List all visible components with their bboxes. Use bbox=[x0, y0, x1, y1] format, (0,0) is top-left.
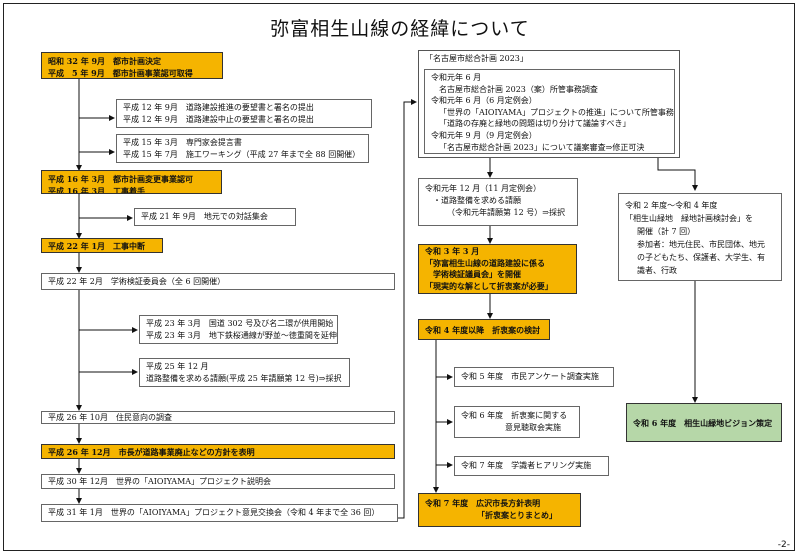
timeline-box-2010-committee: 平成 22 年 2月 学術検証委員会（全 6 回開催） bbox=[41, 273, 395, 290]
box-line: 意見聴取会実施 bbox=[505, 423, 561, 432]
box-line: ・道路整備を求める請願 bbox=[433, 196, 521, 205]
box-line: 「折衷案とりまとめ」 bbox=[477, 510, 557, 520]
box-line: 令和 3 年 3 月 bbox=[425, 246, 480, 256]
box-line: 令和元年 12 月（11 月定例会） bbox=[425, 184, 541, 193]
box-line: 令和 6 年度 相生山緑地ビジョン策定 bbox=[633, 418, 773, 428]
timeline-box-1957-plan: 昭和 32 年 9月 都市計画決定 平成 5 年 9月 都市計画事業認可取得 bbox=[41, 52, 223, 79]
timeline-box-2010-suspension: 平成 22 年 1月 工事中断 bbox=[41, 238, 163, 253]
box-line: 平成 31 年 1月 世界の「AIOIYAMA」プロジェクト意見交換会（令和 4… bbox=[48, 508, 380, 517]
box-line: 令和 6 年度 折衷案に関する bbox=[461, 411, 568, 420]
box-line: 令和 7 年度 学識者ヒアリング実施 bbox=[461, 461, 592, 470]
timeline-box-2025-mayor: 令和 7 年度 広沢市長方針表明 「折衷案とりまとめ」 bbox=[418, 493, 581, 527]
timeline-box-2019-exchange: 平成 31 年 1月 世界の「AIOIYAMA」プロジェクト意見交換会（令和 4… bbox=[41, 504, 398, 522]
box-line: 令和元年 9 月（9 月定例会） bbox=[431, 130, 537, 140]
box-line: 令和元年 6 月 bbox=[431, 73, 482, 82]
timeline-box-2023-survey: 令和 5 年度 市民アンケート調査実施 bbox=[454, 367, 614, 387]
box-line: 平成 25 年 12 月 bbox=[146, 362, 209, 371]
box-line: 平成 15 年 3月 専門家会提言書 bbox=[123, 138, 242, 147]
box-line: 平成 12 年 9月 道路建設推進の要望書と署名の提出 bbox=[123, 103, 314, 112]
timeline-box-2019-petition: 令和元年 12 月（11 月定例会） ・道路整備を求める請願 （令和元年請願第 … bbox=[418, 178, 578, 226]
timeline-box-greenspace-vision: 令和 6 年度 相生山緑地ビジョン策定 bbox=[626, 403, 782, 442]
timeline-box-2014-mayor: 平成 26 年 12月 市長が道路事業廃止などの方針を表明 bbox=[41, 444, 395, 459]
box-line: 令和 5 年度 市民アンケート調査実施 bbox=[461, 372, 599, 381]
box-line: 「名古屋市総合計画 2023」について議案審査⇒修正可決 bbox=[439, 142, 645, 152]
timeline-box-2024-hearing: 令和 6 年度 折衷案に関する 意見聴取会実施 bbox=[454, 406, 580, 438]
box-line: 平成 16 年 3月 工事着手 bbox=[48, 186, 146, 194]
box-line: 参加者：地元住民、市民団体、地元 bbox=[637, 240, 765, 249]
box-line: 令和元年 6 月（6 月定例会） bbox=[431, 96, 537, 106]
box-line: 令和 2 年度～令和 4 年度 bbox=[625, 201, 718, 210]
box-line: 「相生山緑地 緑地計画検討会」を bbox=[625, 214, 753, 223]
box-line: 平成 15 年 7月 施工ワーキング（平成 27 年まで全 88 回開催） bbox=[123, 150, 361, 159]
box-line: 平成 30 年 12月 世界の「AIOIYAMA」プロジェクト説明会 bbox=[48, 477, 272, 486]
box-line: 平成 5 年 9月 都市計画事業認可取得 bbox=[48, 68, 193, 78]
box-line: 平成 23 年 3月 地下鉄桜通線が野並～徳重間を延伸 bbox=[146, 331, 337, 340]
timeline-box-2003-expert: 平成 15 年 3月 専門家会提言書 平成 15 年 7月 施工ワーキング（平成… bbox=[116, 134, 369, 163]
box-line: 平成 16 年 3月 都市計画変更事業認可 bbox=[48, 174, 194, 184]
box-line: 学術検証議員会」を開催 bbox=[433, 269, 521, 279]
plan-label: 「名古屋市総合計画 2023」 bbox=[425, 54, 528, 63]
box-line: 平成 22 年 1月 工事中断 bbox=[48, 241, 146, 251]
page-title: 弥富相生山線の経緯について bbox=[270, 18, 530, 40]
box-line: 平成 21 年 9月 地元での対話集会 bbox=[141, 212, 268, 221]
box-line: 「世界の「AIOIYAMA」プロジェクトの推進」について所管事務調査を実施 bbox=[439, 107, 674, 117]
box-line: 平成 23 年 3月 国道 302 号及び名二環が供用開始 bbox=[146, 319, 334, 328]
timeline-box-2011-roads: 平成 23 年 3月 国道 302 号及び名二環が供用開始 平成 23 年 3月… bbox=[139, 315, 338, 344]
timeline-box-2025-interviews: 令和 7 年度 学識者ヒアリング実施 bbox=[454, 456, 609, 476]
timeline-box-2000-petitions: 平成 12 年 9月 道路建設推進の要望書と署名の提出 平成 12 年 9月 道… bbox=[116, 99, 372, 128]
timeline-box-greenspace-committee: 令和 2 年度～令和 4 年度 「相生山緑地 緑地計画検討会」を 開催（計 7 … bbox=[618, 193, 782, 281]
box-line: 平成 26 年 10月 住民意向の調査 bbox=[48, 413, 172, 422]
timeline-box-2004-approval: 平成 16 年 3月 都市計画変更事業認可 平成 16 年 3月 工事着手 bbox=[41, 170, 222, 194]
timeline-box-2018-briefing: 平成 30 年 12月 世界の「AIOIYAMA」プロジェクト説明会 bbox=[41, 474, 395, 489]
box-line: 昭和 32 年 9月 都市計画決定 bbox=[48, 56, 162, 66]
box-line: 令和 7 年度 広沢市長方針表明 bbox=[425, 498, 541, 508]
box-line: 平成 22 年 2月 学術検証委員会（全 6 回開催） bbox=[48, 277, 226, 286]
box-line: 令和 4 年度以降 折衷案の検討 bbox=[425, 325, 541, 335]
timeline-box-2009-dialogue: 平成 21 年 9月 地元での対話集会 bbox=[134, 208, 296, 226]
box-line: の子どもたち、保護者、大学生、有 bbox=[637, 253, 765, 262]
page-frame bbox=[3, 3, 795, 551]
box-line: 「弥富相生山線の道路建設に係る bbox=[425, 257, 545, 268]
box-line: 平成 26 年 12月 市長が道路事業廃止などの方針を表明 bbox=[48, 447, 255, 457]
page-number: -2- bbox=[777, 540, 790, 550]
box-line: 識者、行政 bbox=[637, 266, 677, 275]
box-line: 「道路の存廃と緑地の問題は切り分けて議論すべき」 bbox=[439, 119, 631, 129]
comprehensive-plan-2023-detail: 令和元年 6 月 名古屋市総合計画 2023（案）所管事務調査 令和元年 6 月… bbox=[424, 69, 675, 154]
box-line: 「現実的な解として折衷案が必要」 bbox=[425, 280, 553, 291]
box-line: 道路整備を求める請願(平成 25 年請願第 12 号)⇒採択 bbox=[146, 374, 342, 383]
timeline-box-2022-compromise: 令和 4 年度以降 折衷案の検討 bbox=[418, 319, 550, 340]
box-line: 開催（計 7 回） bbox=[637, 227, 696, 236]
box-line: （令和元年請願第 12 号）⇒採択 bbox=[447, 208, 565, 217]
box-line: 名古屋市総合計画 2023（案）所管事務調査 bbox=[439, 84, 598, 94]
timeline-box-2013-petition: 平成 25 年 12 月 道路整備を求める請願(平成 25 年請願第 12 号)… bbox=[139, 358, 350, 387]
timeline-box-2014-survey: 平成 26 年 10月 住民意向の調査 bbox=[41, 411, 395, 424]
box-line: 平成 12 年 9月 道路建設中止の要望書と署名の提出 bbox=[123, 115, 314, 124]
timeline-box-2021-council: 令和 3 年 3 月 「弥富相生山線の道路建設に係る 学術検証議員会」を開催 「… bbox=[418, 244, 577, 294]
